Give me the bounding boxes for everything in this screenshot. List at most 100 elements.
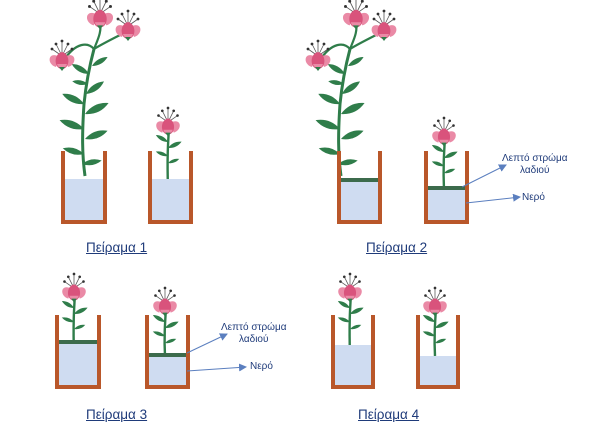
water [64,179,104,221]
stamen-tip [60,39,64,43]
leaf [155,135,168,142]
stamen-tip [136,17,140,21]
water [334,345,372,386]
leaf [444,168,456,174]
oil-layer-label-line2: λαδιού [239,334,269,345]
plant-exp4-right [422,286,449,357]
leaf [342,81,361,94]
leaf [168,141,182,149]
oil-layer-label-line1: Λεπτό στρώμα [221,322,287,333]
plant-exp3-right [152,286,179,357]
sepal [71,298,77,303]
leaf [337,301,350,308]
stamen-tip [443,294,446,297]
sepal [125,37,131,41]
flower-top [342,0,370,30]
leaf [74,307,88,315]
container-right-wall [97,315,101,389]
container-left-wall [416,315,420,389]
container-left-wall [337,151,341,224]
stamen-tip [126,9,130,13]
stamen-tip [157,114,160,117]
arrow-water-exp2 [465,193,521,204]
plant-exp1-left [49,0,141,177]
stamen-tip [92,0,96,3]
leaf [85,130,108,140]
stamen-tip [376,12,380,16]
container-exp3-left [55,315,101,389]
container-right-wall [371,315,375,389]
container-right-wall [465,151,469,224]
stamen-tip [78,275,82,279]
leaf [155,151,168,157]
leaf [341,130,364,140]
leaf [338,159,358,166]
leaf [431,145,444,152]
caption-experiment-3: Πείραμα 3 [86,407,148,422]
flower [153,286,177,317]
water [151,179,190,221]
stamen-tip [436,119,440,123]
container-exp4-right [416,315,460,389]
sepal [96,25,104,30]
stamen-tip [388,12,392,16]
leaf [168,158,180,164]
stamen-tip [160,109,164,113]
water [58,341,98,386]
stamen-tip [424,294,427,297]
stamen-tip [348,272,352,276]
plant-exp3-left [61,272,88,357]
leaf [165,338,177,344]
water-label-exp2: Νερό [522,192,545,203]
stamen-tip [344,4,347,8]
container-base [148,220,193,224]
stamen-tip [66,275,70,279]
leaf [61,317,74,323]
oil-layer [58,340,98,344]
leaf [341,102,365,115]
container-base [424,220,469,224]
leaf [74,324,86,330]
oil-layer [427,186,466,190]
stamen-tip [82,280,85,283]
caption-experiment-1: Πείραμα 1 [86,240,148,255]
leaf [85,102,109,115]
leaf [71,64,89,74]
stamen-tip [392,17,396,21]
stamen-tip [326,47,330,51]
stamen-tip [316,39,320,43]
water [340,179,379,221]
stamen-tip [63,280,66,283]
flower [432,116,456,147]
container-base [61,220,107,224]
flower-left [305,39,331,71]
stamen-tip [163,286,167,290]
oil-layer-label-line2: λαδιού [520,165,550,176]
flower [156,106,180,137]
leaf [62,93,84,105]
stamen-tip [50,47,54,51]
container-exp2-left [337,151,382,224]
caption-experiment-4: Πείραμα 4 [358,407,420,422]
container-left-wall [61,151,65,224]
leaf [431,161,444,167]
stamen-tip [66,42,70,46]
water [148,354,187,386]
stamen-tip [88,4,91,8]
container-exp1-left [61,151,107,224]
leaf [86,81,105,94]
leaf [61,301,74,308]
water [427,187,466,221]
leaf [152,315,165,322]
plant-exp4-left [337,272,364,357]
leaf [350,324,362,330]
container-right-wall [456,315,460,389]
stamen-tip [109,4,112,8]
container-left-wall [55,315,59,389]
stamen-tip [322,42,326,46]
leaf [328,80,344,86]
leaf [435,338,447,344]
container-base [145,385,190,389]
flower-right [115,9,141,41]
